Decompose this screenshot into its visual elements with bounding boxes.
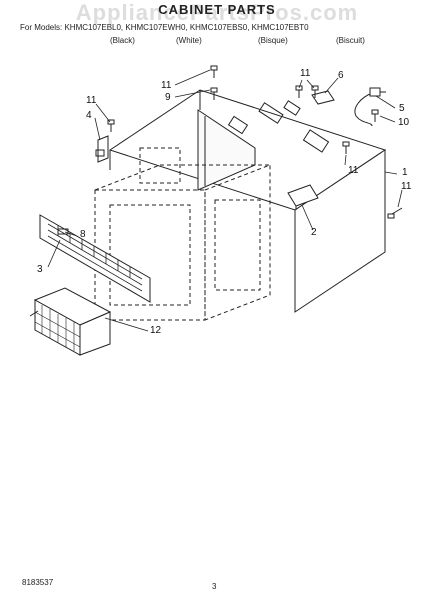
grease-filter <box>29 287 112 356</box>
watermark: AppliancePartsPros.com <box>75 0 359 25</box>
leader-lines <box>47 69 403 332</box>
callout-8: 8 <box>80 229 86 240</box>
screw-cord <box>371 109 379 122</box>
vent-grille <box>39 214 151 303</box>
callout-2: 2 <box>311 227 317 238</box>
callout-11-left: 11 <box>86 95 97 106</box>
callout-4: 4 <box>86 110 92 121</box>
callout-12: 12 <box>150 325 162 336</box>
callout-9: 9 <box>165 92 171 103</box>
callout-11-top-left: 11 <box>161 80 172 91</box>
models-line: For Models: KHMC107EBL0, KHMC107EWH0, KH… <box>20 23 309 32</box>
callout-6: 6 <box>338 70 344 81</box>
color-biscuit: (Biscuit) <box>336 36 365 45</box>
footer-code: 8183537 <box>22 578 54 587</box>
color-white: (White) <box>176 36 202 45</box>
screw-right-mid <box>342 141 350 154</box>
color-bisque: (Bisque) <box>258 36 288 45</box>
mounting-bracket <box>287 184 319 210</box>
screw-left <box>107 119 115 132</box>
top-bracket <box>311 90 335 105</box>
callout-1: 1 <box>402 167 408 178</box>
screw-top-left <box>210 65 218 100</box>
callout-11-mid: 11 <box>348 165 359 176</box>
color-black: (Black) <box>110 36 135 45</box>
page-title: CABINET PARTS <box>158 2 276 17</box>
callout-11-top-center: 11 <box>300 68 311 79</box>
callout-11-right: 11 <box>401 181 412 192</box>
screw-right-bottom <box>387 207 403 219</box>
page-number: 3 <box>212 582 217 591</box>
power-cord <box>354 87 386 127</box>
callout-5: 5 <box>399 103 405 114</box>
callout-10: 10 <box>398 117 410 128</box>
color-variants: (Black) (White) (Bisque) (Biscuit) <box>0 36 434 48</box>
callout-3: 3 <box>37 264 43 275</box>
cabinet-wrapper <box>94 89 387 321</box>
hinge-bracket <box>95 135 109 163</box>
